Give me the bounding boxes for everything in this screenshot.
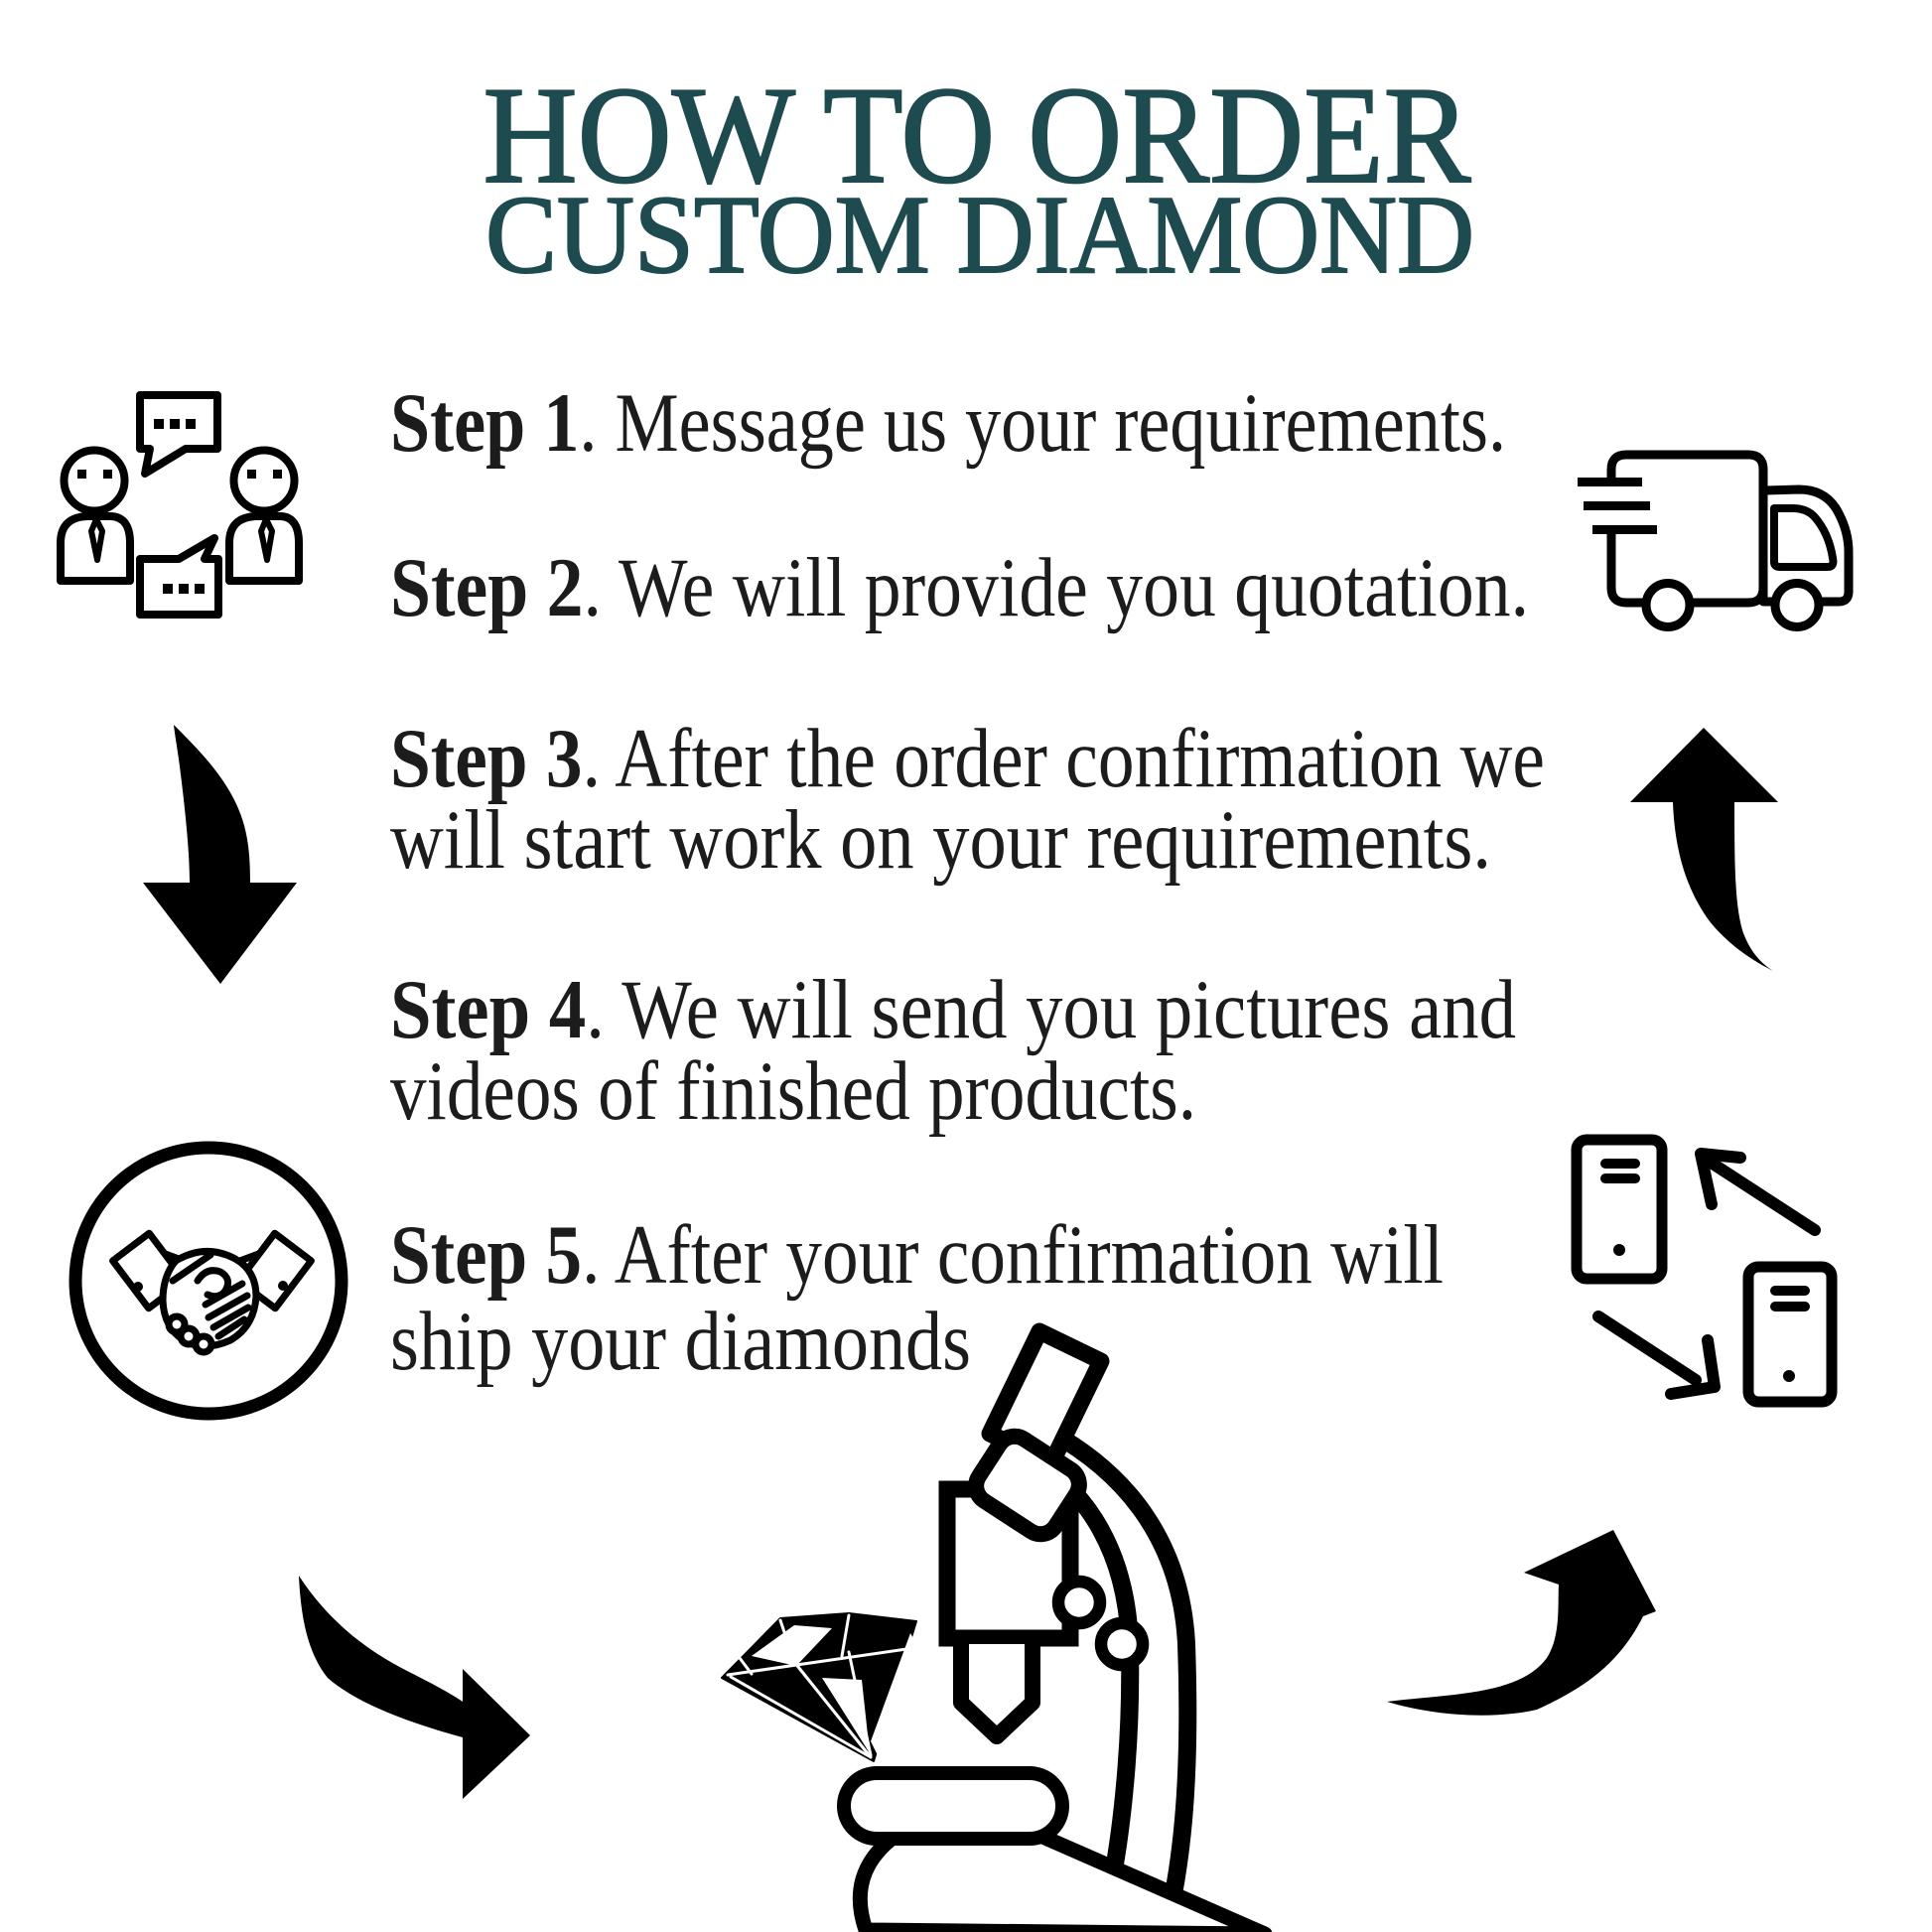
svg-text:HOW TO ORDER: HOW TO ORDER — [483, 59, 1472, 212]
svg-text:ship your diamonds: ship your diamonds — [390, 1295, 971, 1388]
svg-text:Step 3. After the order confir: Step 3. After the order confirmation we — [390, 712, 1545, 805]
svg-text:will start work on your requir: will start work on your requirements. — [390, 793, 1491, 887]
svg-text:Step 4. We will send you pictu: Step 4. We will send you pictures and — [390, 963, 1516, 1056]
svg-text:Step 5. After your confirmatio: Step 5. After your confirmation will — [390, 1208, 1444, 1302]
svg-text:Step 2. We will provide you qu: Step 2. We will provide you quotation. — [390, 541, 1529, 634]
svg-text:Step 1. Message us your requir: Step 1. Message us your requirements. — [390, 376, 1506, 470]
svg-text:CUSTOM DIAMOND: CUSTOM DIAMOND — [485, 174, 1474, 297]
svg-text:videos of finished products.: videos of finished products. — [390, 1044, 1196, 1138]
